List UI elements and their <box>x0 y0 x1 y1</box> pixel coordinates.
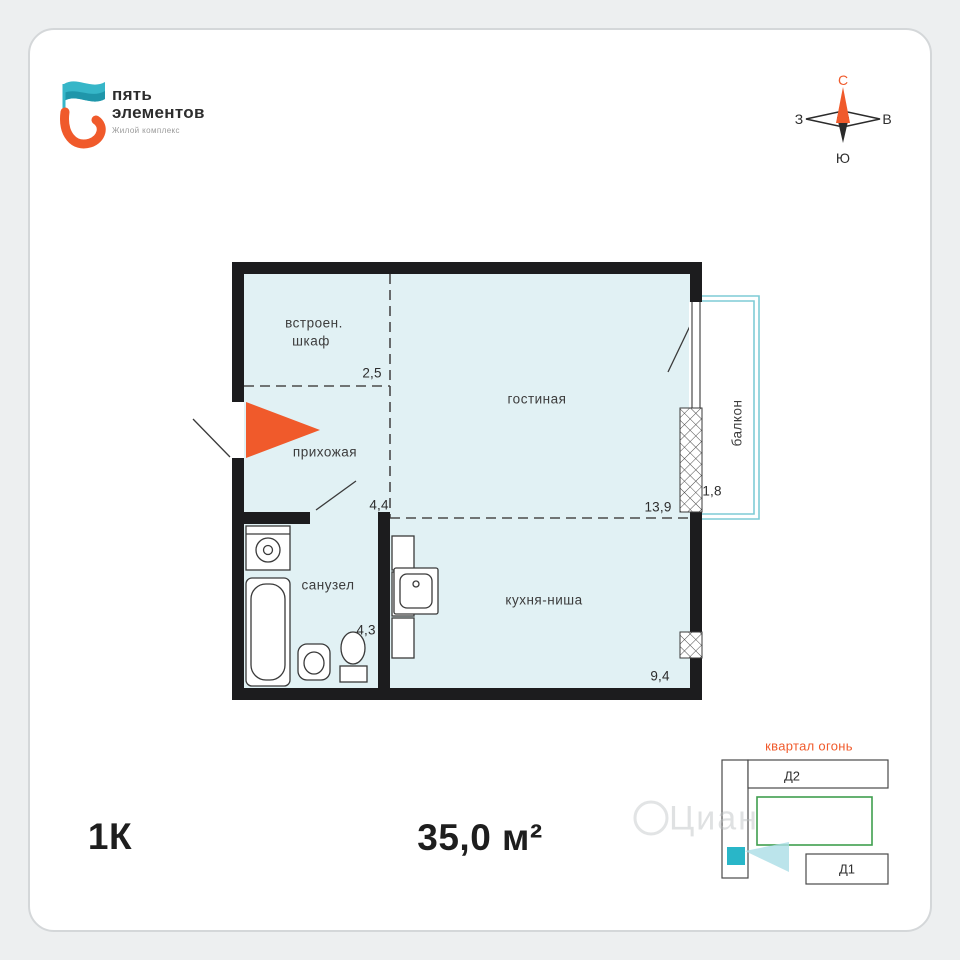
rooms-count: 1К <box>87 816 133 857</box>
room-label-living: гостиная <box>507 391 567 407</box>
compass-south-label: Ю <box>835 150 851 166</box>
kitchen-counter-icons <box>391 535 439 659</box>
room-label-hall: прихожая <box>292 444 358 460</box>
dashed-partitions <box>244 274 690 519</box>
watermark-text: Циан <box>669 799 759 838</box>
window-piers <box>679 407 703 659</box>
bathroom-fixtures <box>245 525 368 687</box>
balcony-outline <box>702 295 760 520</box>
room-label-kitchen: кухня-ниша <box>505 592 583 608</box>
logo-title-line2: элементов <box>112 103 205 122</box>
walls <box>232 262 702 700</box>
logo-title-line1: пять <box>112 85 153 104</box>
view-cone <box>745 842 789 872</box>
apartment-floor-fill <box>244 274 690 688</box>
room-label-closet-line2: шкаф <box>292 333 330 349</box>
room-area-living: 13,9 <box>644 499 672 515</box>
watermark-logo-icon <box>633 800 669 836</box>
room-label-closet-line1: встроен. <box>285 315 343 331</box>
compass-west-label: З <box>794 111 804 127</box>
compass-north-label: С <box>837 72 849 88</box>
room-area-bath: 4,3 <box>356 622 376 638</box>
compass-east-label: В <box>882 111 892 127</box>
siteplan-title: квартал огонь <box>765 738 853 754</box>
compass-rose-icon <box>805 87 881 143</box>
floorplan-drawing <box>192 262 760 700</box>
room-area-kitchen: 9,4 <box>650 668 670 684</box>
siteplan-marker <box>727 847 745 865</box>
total-area: 35,0 м² <box>417 817 543 858</box>
balcony-window <box>689 302 703 408</box>
siteplan-map <box>633 759 889 885</box>
siteplan-building-d2-label: Д2 <box>783 768 801 784</box>
room-label-balcony: балкон <box>729 399 745 447</box>
entrance-arrow-icon <box>246 402 320 458</box>
siteplan-building-d1-label: Д1 <box>838 861 856 877</box>
room-area-hall: 4,4 <box>369 497 389 513</box>
room-area-balcony: 1,8 <box>702 483 722 499</box>
room-label-bath: санузел <box>301 577 355 593</box>
siteplan-buildings <box>721 759 889 885</box>
toilet-icon <box>340 631 366 665</box>
logo: пять элементов Жилой комплекс <box>112 85 205 136</box>
courtyard-outline <box>756 796 873 846</box>
logo-subtitle: Жилой комплекс <box>112 126 180 135</box>
logo-flag-icon <box>60 81 106 149</box>
room-area-closet: 2,5 <box>362 365 382 381</box>
